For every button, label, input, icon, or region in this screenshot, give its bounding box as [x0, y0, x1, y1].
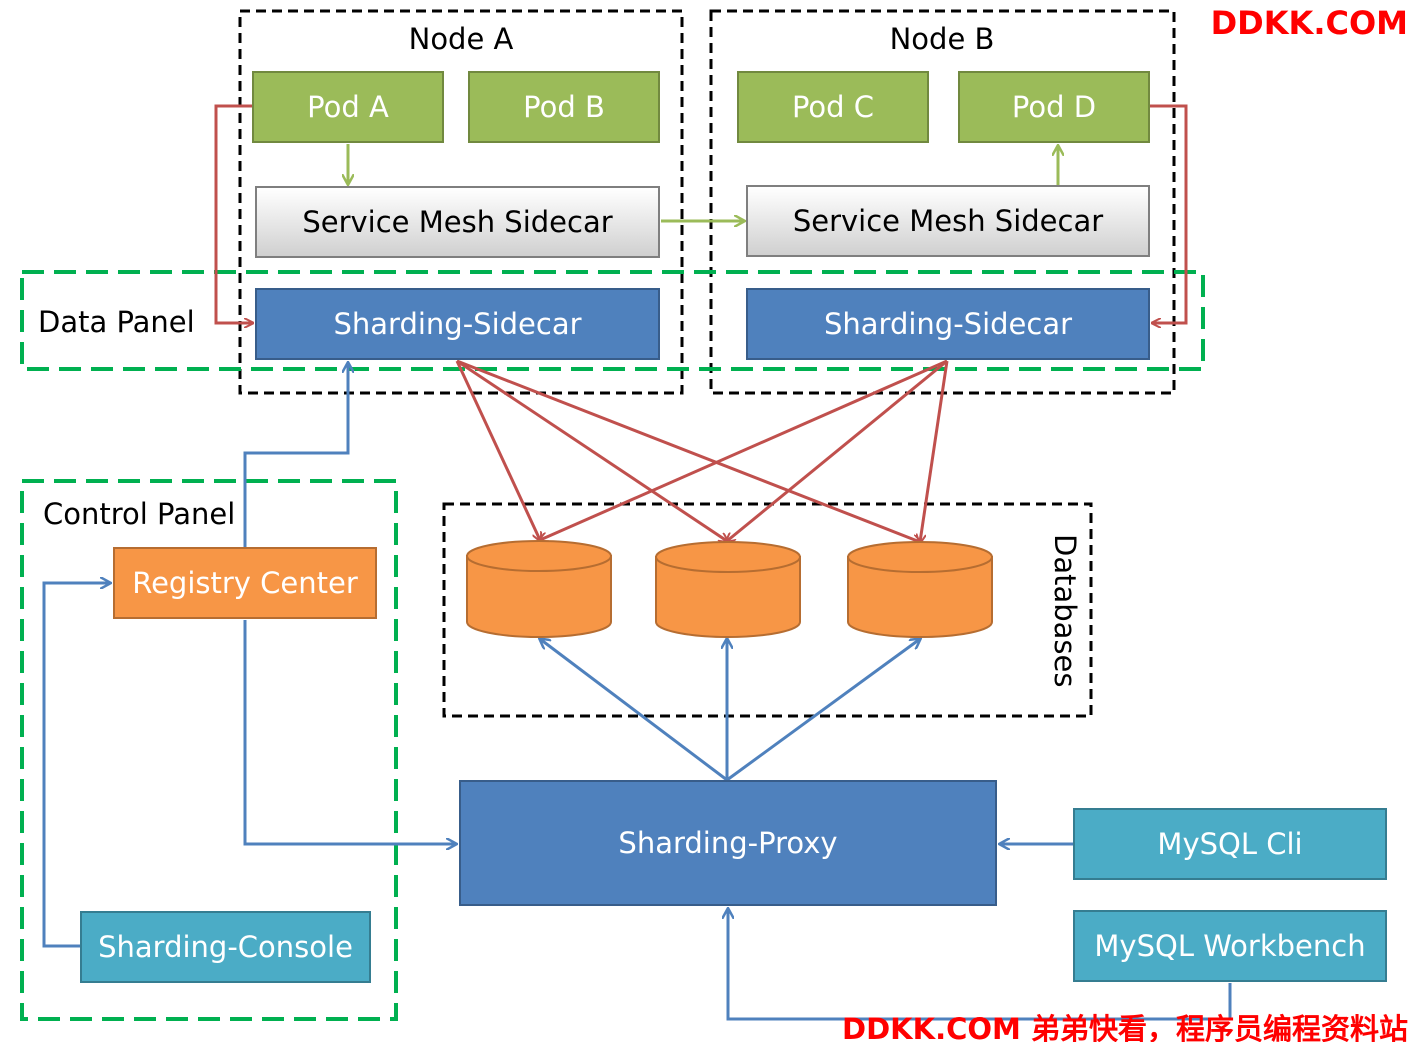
- workbench-to-proxy-arrow: [728, 909, 1232, 1021]
- watermark-top: DDKK.COM: [1210, 4, 1408, 42]
- service-mesh-sidecar-a[interactable]: Service Mesh Sidecar: [255, 186, 660, 258]
- proxy-to-db1-arrow: [540, 639, 728, 782]
- service-mesh-sidecar-b[interactable]: Service Mesh Sidecar: [746, 185, 1150, 257]
- node-b-title: Node B: [889, 22, 995, 56]
- left-sidecar-to-db1-arrow: [455, 360, 540, 540]
- right-sidecar-to-db1-arrow: [540, 359, 948, 540]
- registry-center[interactable]: Registry Center: [113, 547, 377, 619]
- registry-to-proxy-arrow: [243, 620, 456, 844]
- data-panel-frame: [20, 270, 1205, 371]
- registry-to-sidecar-arrow: [243, 363, 348, 547]
- console-to-registry-arrow: [42, 583, 110, 948]
- sharding-sidecar-a[interactable]: Sharding-Sidecar: [255, 288, 660, 360]
- sharding-proxy[interactable]: Sharding-Proxy: [459, 780, 997, 906]
- left-sidecar-to-db2-arrow: [456, 359, 727, 541]
- right-sidecar-to-db3-arrow: [920, 360, 949, 542]
- databases-label: Databases: [1048, 534, 1082, 688]
- mysql-workbench[interactable]: MySQL Workbench: [1073, 910, 1387, 982]
- data-panel-label: Data Panel: [38, 305, 195, 339]
- control-panel-frame: [20, 479, 398, 1021]
- node-a-frame: [238, 9, 684, 395]
- pod-d-to-sharding-sidecar-arrow: [1150, 104, 1188, 323]
- pod-a[interactable]: Pod A: [252, 71, 444, 143]
- pod-a-to-sharding-sidecar-arrow: [214, 104, 252, 323]
- databases-frame: [442, 502, 1093, 718]
- left-sidecar-to-db3-arrow: [456, 359, 920, 542]
- node-a-title: Node A: [408, 22, 514, 56]
- control-panel-label: Control Panel: [43, 497, 236, 531]
- pod-c[interactable]: Pod C: [737, 71, 929, 143]
- database-cylinder-1: [466, 540, 612, 638]
- pod-b[interactable]: Pod B: [468, 71, 660, 143]
- proxy-to-db3-arrow: [726, 639, 920, 782]
- watermark-bottom: DDKK.COM 弟弟快看，程序员编程资料站: [842, 1012, 1408, 1042]
- mysql-cli[interactable]: MySQL Cli: [1073, 808, 1387, 880]
- database-cylinder-2: [655, 541, 801, 638]
- pod-d[interactable]: Pod D: [958, 71, 1150, 143]
- sharding-console[interactable]: Sharding-Console: [80, 911, 371, 983]
- database-cylinder-3: [847, 541, 993, 638]
- right-sidecar-to-db2-arrow: [727, 359, 948, 541]
- sharding-sidecar-b[interactable]: Sharding-Sidecar: [746, 288, 1150, 360]
